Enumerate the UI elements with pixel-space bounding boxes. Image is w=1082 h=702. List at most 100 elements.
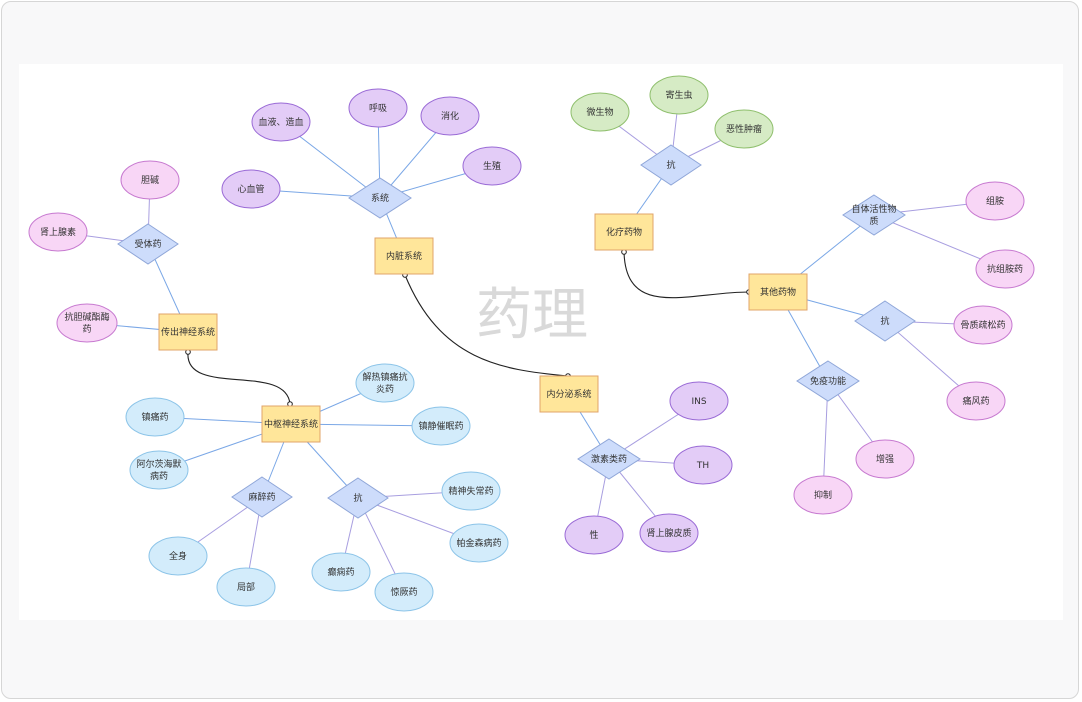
node-shape-weishengwu bbox=[570, 92, 630, 132]
node-shape-dianxian bbox=[311, 552, 371, 592]
node-ins[interactable]: INS bbox=[669, 381, 729, 421]
node-quanshen[interactable]: 全身 bbox=[148, 536, 208, 576]
node-shape-jubu bbox=[216, 567, 276, 607]
node-label-xiaohua: 消化 bbox=[441, 110, 459, 122]
node-shape-linzhi bbox=[56, 303, 118, 343]
node-shape-tongfeng bbox=[946, 381, 1006, 421]
node-shape-huxi bbox=[348, 88, 408, 128]
node-shape-ins bbox=[669, 381, 729, 421]
node-guzhi[interactable]: 骨质疏松药 bbox=[953, 305, 1013, 345]
node-kangzuan[interactable]: 抗组胺药 bbox=[975, 249, 1035, 289]
node-qita[interactable]: 其他药物 bbox=[748, 273, 808, 311]
node-shape-th bbox=[673, 445, 733, 485]
node-label-zhentongyao: 镇痛药 bbox=[141, 411, 168, 423]
node-mianyi[interactable]: 免疫功能 bbox=[796, 360, 860, 402]
node-jisu[interactable]: 激素类药 bbox=[577, 438, 641, 480]
node-shape-zhenjing bbox=[411, 406, 471, 446]
node-xianan[interactable]: 组胺 bbox=[965, 181, 1025, 221]
node-xueye[interactable]: 血液、造血 bbox=[251, 102, 311, 142]
node-label-kangzuan: 抗组胺药 bbox=[987, 263, 1023, 275]
node-shape-kang_cns bbox=[327, 477, 389, 519]
node-shape-xitong bbox=[348, 177, 412, 219]
node-zhentong[interactable]: 解热镇痛抗炎药 bbox=[355, 363, 415, 403]
node-label-zhenjing: 镇静催眠药 bbox=[418, 420, 463, 432]
node-jishengchong[interactable]: 寄生虫 bbox=[649, 75, 709, 115]
node-label-quanshen: 全身 bbox=[169, 550, 187, 562]
node-shape-guzhi bbox=[953, 305, 1013, 345]
node-zhenjing[interactable]: 镇静催眠药 bbox=[411, 406, 471, 446]
node-pajinsen[interactable]: 帕金森病药 bbox=[449, 523, 509, 563]
node-label-kangjingshen: 精神失常药 bbox=[448, 485, 493, 497]
node-label-jishengchong: 寄生虫 bbox=[665, 89, 692, 101]
node-mazui[interactable]: 麻醉药 bbox=[231, 476, 293, 518]
node-tongfeng[interactable]: 痛风药 bbox=[946, 381, 1006, 421]
node-shenshangpizhi[interactable]: 肾上腺皮质 bbox=[639, 513, 699, 553]
node-label-weishengwu: 微生物 bbox=[586, 106, 613, 118]
node-chuanchu[interactable]: 传出神经系统 bbox=[158, 313, 218, 351]
node-label-shengzhi: 生殖 bbox=[483, 160, 501, 172]
node-xiaohua[interactable]: 消化 bbox=[420, 96, 480, 136]
node-label-kang_cns: 抗 bbox=[353, 492, 362, 504]
node-kang_cns[interactable]: 抗 bbox=[327, 477, 389, 519]
node-shape-kang_other bbox=[854, 300, 916, 342]
node-label-xinxueguan: 心血管 bbox=[237, 183, 264, 195]
node-huxi[interactable]: 呼吸 bbox=[348, 88, 408, 128]
node-linzhi[interactable]: 抗胆碱酯酶药 bbox=[56, 303, 118, 343]
node-exing[interactable]: 恶性肿瘤 bbox=[714, 109, 774, 149]
node-label-kang_other: 抗 bbox=[880, 315, 889, 327]
node-label-jingjue: 惊厥药 bbox=[390, 586, 417, 598]
node-label-ins: INS bbox=[691, 397, 706, 407]
node-kang_other[interactable]: 抗 bbox=[854, 300, 916, 342]
node-label-yizhi: 抑制 bbox=[814, 489, 832, 501]
node-shengzhi[interactable]: 生殖 bbox=[462, 146, 522, 186]
node-label-chuanchu: 传出神经系统 bbox=[161, 326, 215, 338]
node-neizang[interactable]: 内脏系统 bbox=[374, 237, 434, 275]
node-jubu[interactable]: 局部 bbox=[216, 567, 276, 607]
node-shape-xianan bbox=[965, 181, 1025, 221]
node-shape-jingjue bbox=[374, 572, 434, 612]
node-th[interactable]: TH bbox=[673, 445, 733, 485]
node-shape-shengzhi bbox=[462, 146, 522, 186]
edge-neizang-neifenmi bbox=[404, 274, 569, 377]
node-shouti[interactable]: 受体药 bbox=[117, 223, 179, 265]
node-hualiao[interactable]: 化疗药物 bbox=[594, 213, 654, 251]
node-aerzi[interactable]: 阿尔茨海默病药 bbox=[129, 450, 189, 490]
node-weishengwu[interactable]: 微生物 bbox=[570, 92, 630, 132]
node-zitihuoxing[interactable]: 自体活性物质 bbox=[842, 194, 906, 236]
node-label-pajinsen: 帕金森病药 bbox=[456, 537, 501, 549]
node-label-jisu: 激素类药 bbox=[591, 453, 627, 465]
node-kangjingshen[interactable]: 精神失常药 bbox=[441, 471, 501, 511]
node-dianxian[interactable]: 癫痫药 bbox=[311, 552, 371, 592]
node-xinxueguan[interactable]: 心血管 bbox=[221, 169, 281, 209]
node-kang_chemo[interactable]: 抗 bbox=[640, 144, 702, 186]
node-shape-aerzi bbox=[129, 450, 189, 490]
node-jingjue[interactable]: 惊厥药 bbox=[374, 572, 434, 612]
node-shape-shenshang bbox=[28, 212, 88, 252]
node-shape-zitihuoxing bbox=[842, 194, 906, 236]
node-danjian[interactable]: 胆碱 bbox=[120, 160, 180, 200]
node-shape-pajinsen bbox=[449, 523, 509, 563]
node-zhongshu[interactable]: 中枢神经系统 bbox=[261, 405, 321, 443]
node-label-danjian: 胆碱 bbox=[141, 175, 159, 186]
node-label-dianxian: 癫痫药 bbox=[327, 566, 354, 578]
node-shape-mazui bbox=[231, 476, 293, 518]
node-shenshang[interactable]: 肾上腺素 bbox=[28, 212, 88, 252]
node-shape-xueye bbox=[251, 102, 311, 142]
node-label-xing: 性 bbox=[589, 529, 598, 541]
node-shape-xiaohua bbox=[420, 96, 480, 136]
node-label-zhongshu: 中枢神经系统 bbox=[264, 418, 318, 430]
node-xing[interactable]: 性 bbox=[564, 515, 624, 555]
node-label-tongfeng: 痛风药 bbox=[962, 395, 989, 407]
node-shape-jishengchong bbox=[649, 75, 709, 115]
node-neifenmi[interactable]: 内分泌系统 bbox=[539, 375, 599, 413]
node-shape-shenshangpizhi bbox=[639, 513, 699, 553]
node-shape-qita bbox=[748, 273, 808, 311]
node-label-neifenmi: 内分泌系统 bbox=[546, 388, 591, 400]
node-label-qita: 其他药物 bbox=[760, 286, 796, 298]
node-yizhi[interactable]: 抑制 bbox=[793, 475, 853, 515]
node-xitong[interactable]: 系统 bbox=[348, 177, 412, 219]
node-zhentongyao[interactable]: 镇痛药 bbox=[125, 397, 185, 437]
node-zengqiang[interactable]: 增强 bbox=[855, 439, 915, 479]
node-shape-neifenmi bbox=[539, 375, 599, 413]
